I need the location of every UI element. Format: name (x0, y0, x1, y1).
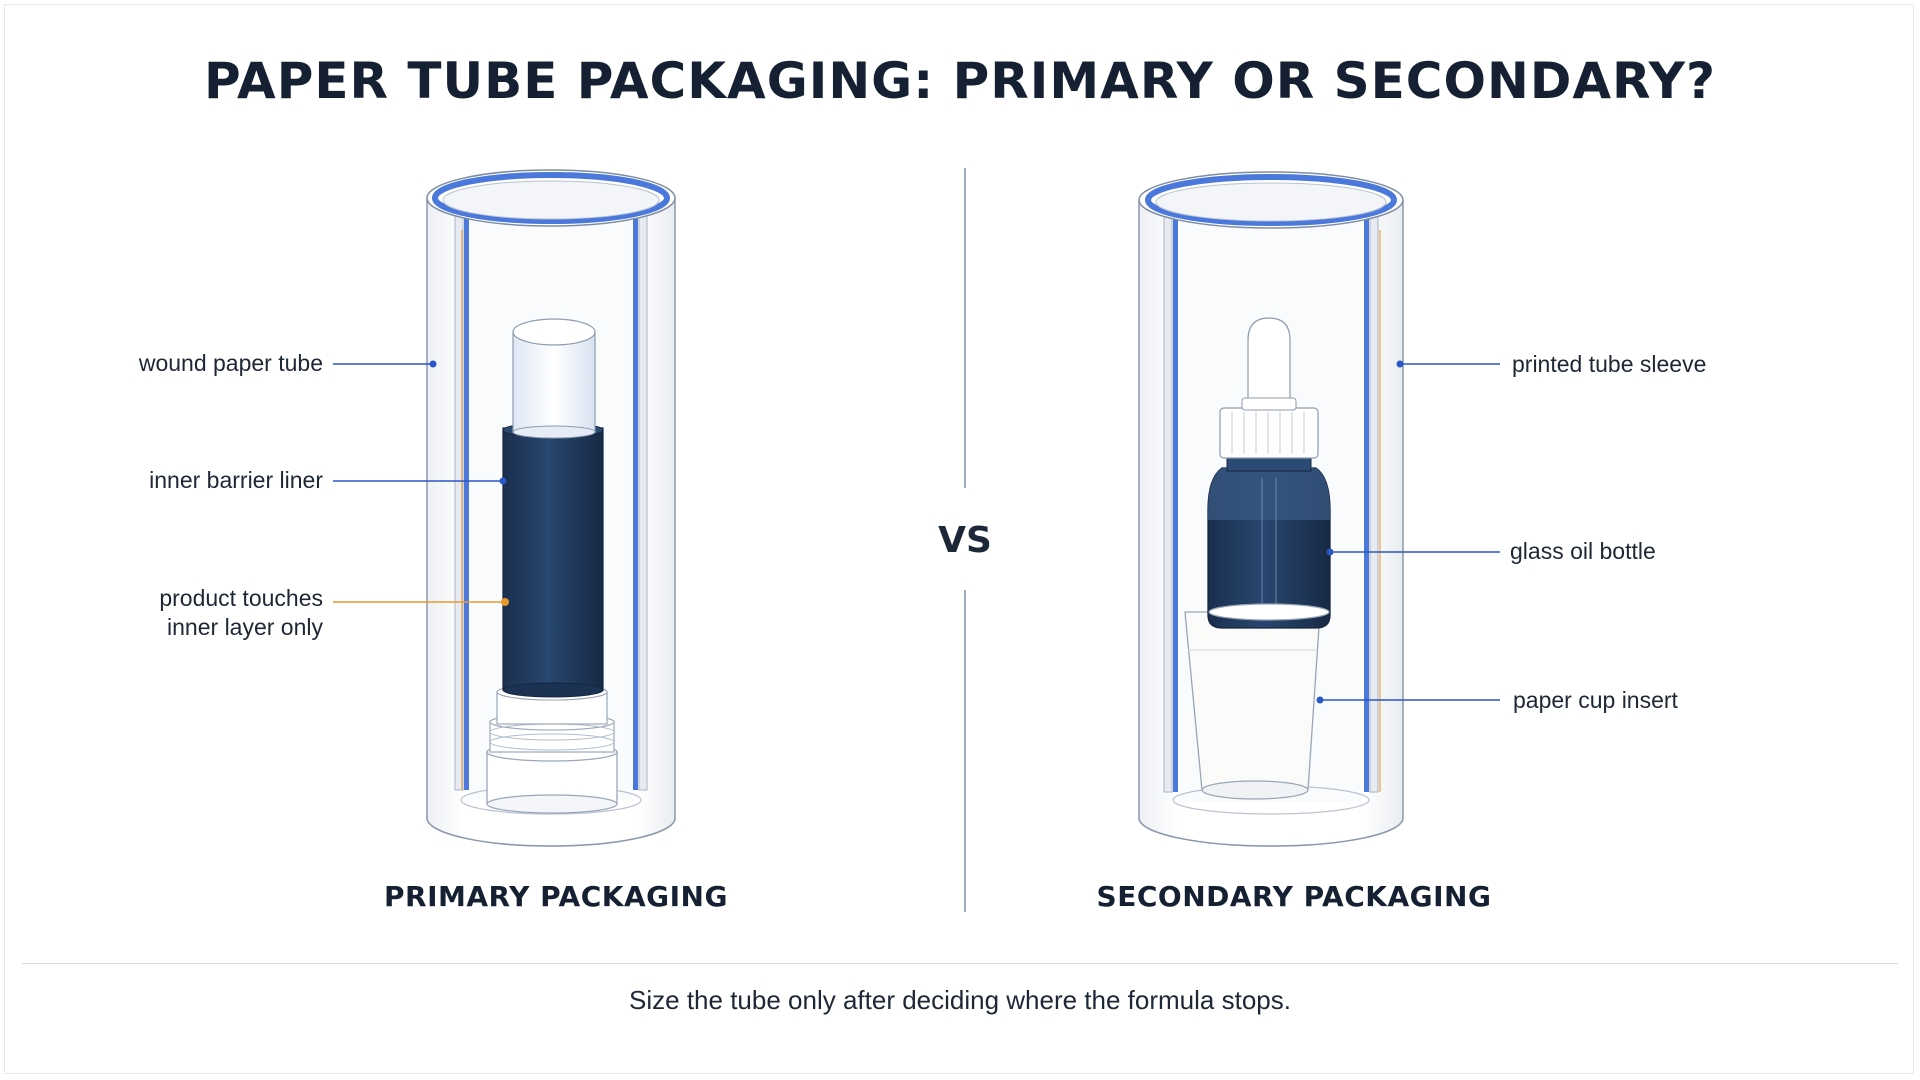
label-wound-paper-tube: wound paper tube (138, 350, 323, 376)
label-printed-tube-sleeve: printed tube sleeve (1512, 351, 1707, 377)
footer-divider (22, 963, 1898, 964)
label-inner-layer-only: inner layer only (167, 614, 323, 640)
vs-label: VS (938, 520, 992, 561)
primary-packaging-heading: PRIMARY PACKAGING (384, 880, 728, 913)
canvas-frame (4, 4, 1914, 1074)
secondary-packaging-heading: SECONDARY PACKAGING (1096, 880, 1492, 913)
label-glass-oil-bottle: glass oil bottle (1510, 538, 1656, 564)
secondary-tube-illustration (1138, 171, 1404, 847)
primary-tube-illustration (426, 169, 676, 847)
label-product-touches: product touches (159, 585, 323, 611)
label-paper-cup-insert: paper cup insert (1513, 687, 1678, 713)
primary-leaders (333, 360, 509, 606)
footer-caption: Size the tube only after deciding where … (629, 985, 1291, 1015)
page-title: PAPER TUBE PACKAGING: PRIMARY OR SECONDA… (203, 52, 1717, 110)
label-inner-barrier-liner: inner barrier liner (149, 467, 323, 493)
secondary-leaders (1316, 360, 1500, 704)
